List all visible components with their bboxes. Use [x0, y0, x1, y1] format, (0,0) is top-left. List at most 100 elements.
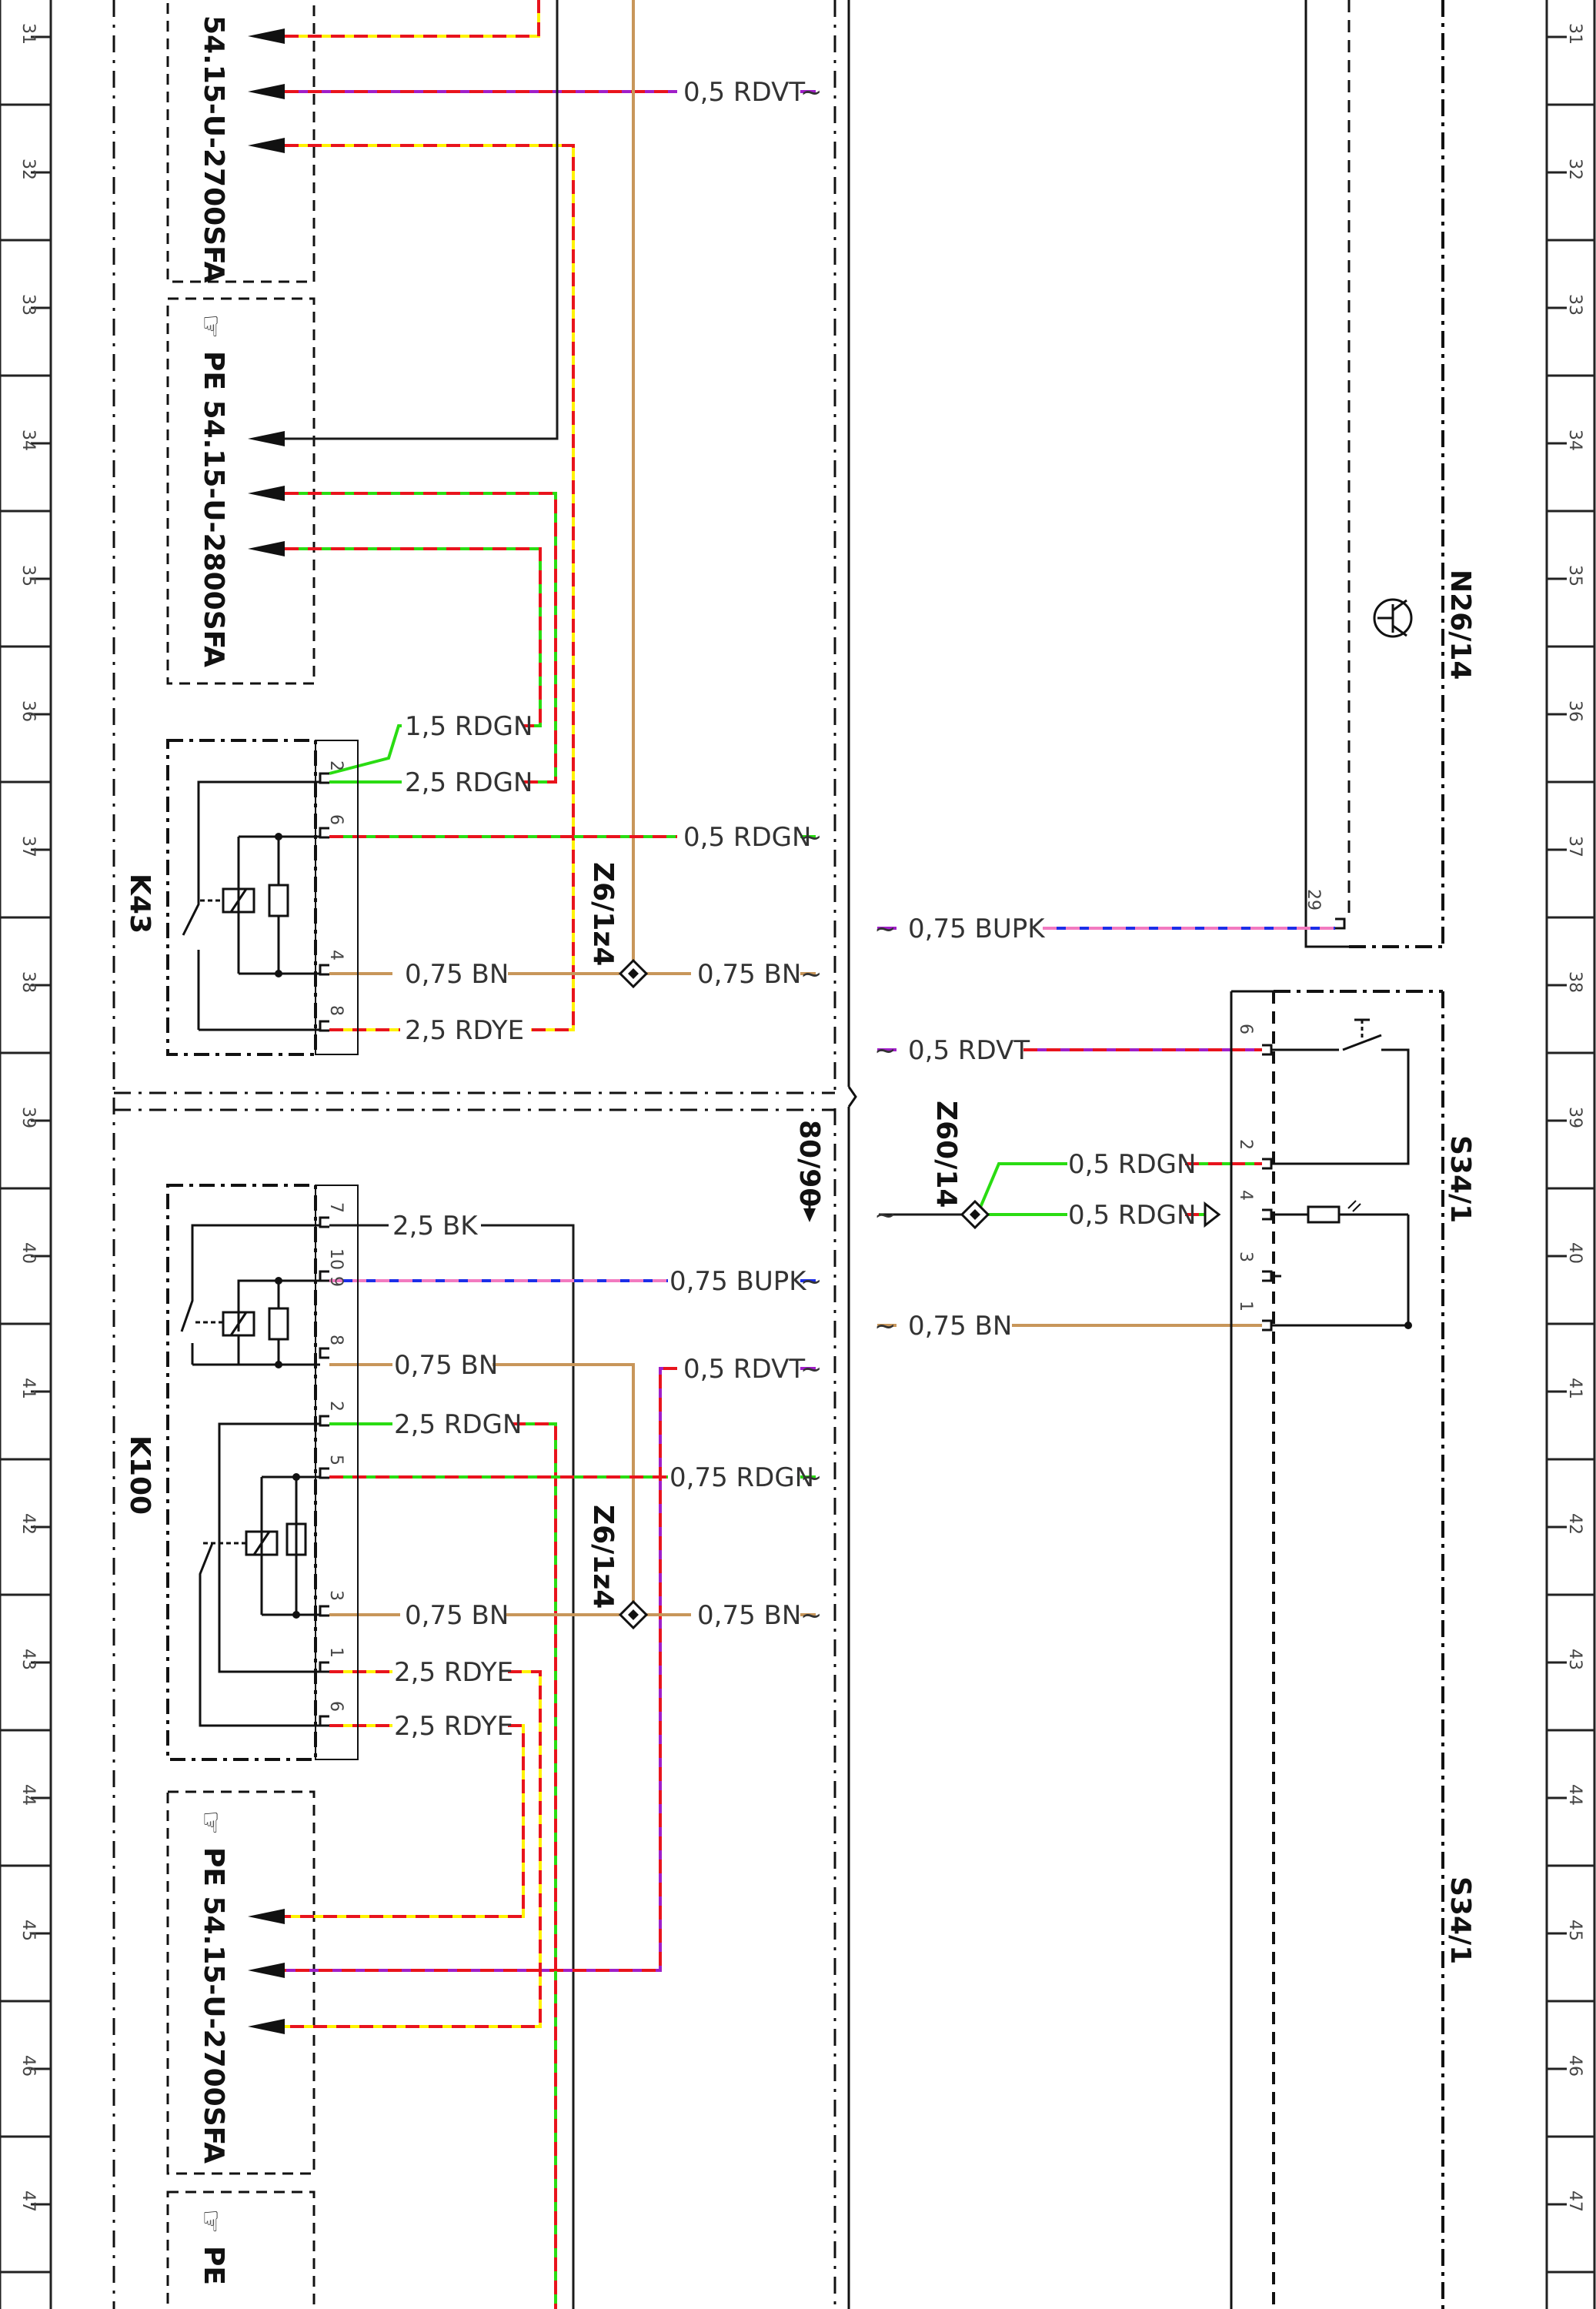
tilde-icon: ~	[874, 914, 896, 944]
ruler-number: 40	[1565, 1242, 1584, 1264]
connector-pins-k100	[319, 1216, 329, 1727]
ruler-number: 44	[1565, 1784, 1584, 1806]
pin-label: 7	[326, 1202, 346, 1213]
pin-label: 1	[1236, 1301, 1255, 1312]
diode-icon	[1204, 1201, 1221, 1228]
component-label-k100: K100	[124, 1435, 155, 1515]
pin-label: 6	[326, 1701, 346, 1712]
ruler-number: 31	[1565, 23, 1584, 45]
pin-label: 6	[326, 814, 346, 825]
ruler-number: 41	[18, 1378, 38, 1399]
wire-labels-top: 0,5 RDVT 1,5 RDGN 2,5 RDGN 0,5 RDGN 0,75…	[405, 77, 823, 1046]
ruler-number: 37	[1565, 836, 1584, 857]
relay-k43: K43 2 6 4 8	[124, 739, 359, 1056]
wire-label: 0,75 BUPK	[908, 914, 1046, 944]
ruler-number: 39	[18, 1107, 38, 1128]
pin-label: 3	[1236, 1251, 1255, 1262]
ruler-number: 36	[1565, 700, 1584, 722]
ruler-number: 42	[18, 1513, 38, 1535]
transistor-icon	[1373, 598, 1413, 638]
wire-label: 2,5 RDYE	[394, 1657, 513, 1688]
arrowhead	[248, 28, 285, 153]
wire-labels-k100: 2,5 BK 0,75 BUPK 0,75 BN 0,5 RDVT 2,5 RD…	[392, 1211, 823, 1742]
splice-z60-14: Z60/14	[930, 1101, 990, 1230]
reference-label-pe: PE	[198, 2246, 229, 2285]
pin-label: 4	[1236, 1190, 1255, 1201]
switch-s34-1: 6 2 4 3 1 S34/1 S34/1	[1204, 990, 1476, 2309]
tilde-icon: ~	[874, 1311, 896, 1342]
frame-lines	[112, 0, 857, 2309]
ruler-number: 47	[18, 2190, 38, 2212]
module-n26-14: 29 N26/14	[1304, 0, 1476, 948]
wire-label: 2,5 RDGN	[394, 1409, 522, 1440]
hand-icon: ☞	[195, 314, 226, 339]
wire-label: 0,75 RDGN	[669, 1462, 814, 1493]
arrow-down-icon	[803, 1208, 816, 1222]
tilde-icon: ~	[800, 822, 823, 853]
ruler-number: 46	[1565, 2055, 1584, 2077]
tilde-icon: ~	[800, 1462, 823, 1493]
wires-top	[285, 0, 816, 1031]
page-reference-label: 80/90	[793, 1120, 825, 1207]
pin-label: 1	[326, 1647, 346, 1658]
ruler-number: 40	[18, 1242, 38, 1264]
wire-label: 0,75 BN	[908, 1311, 1012, 1342]
pin-label: 10	[326, 1248, 346, 1270]
tilde-icon: ~	[800, 1354, 823, 1385]
ruler-number: 33	[18, 294, 38, 316]
wire-label: 2,5 BK	[392, 1211, 479, 1241]
tilde-icon: ~	[800, 1600, 823, 1631]
wires-k100	[285, 1224, 816, 2309]
component-label-z60-14: Z60/14	[930, 1101, 962, 1208]
ruler-number: 43	[18, 1649, 38, 1670]
wire-label: 0,75 BUPK	[669, 1266, 807, 1297]
ruler-number: 39	[1565, 1107, 1584, 1128]
tilde-icon: ~	[800, 77, 823, 108]
wire-label: 0,5 RDGN	[1068, 1149, 1196, 1180]
wire-label: 0,75 BN	[697, 959, 801, 990]
tilde-icon: ~	[874, 1035, 896, 1066]
component-label-s34-1-top: S34/1	[1444, 1135, 1476, 1223]
connector-pins-s34	[1262, 1044, 1273, 1332]
wire-labels-right: 0,75 BUPK 0,5 RDVT 0,5 RDGN 0,5 RDGN 0,7…	[874, 914, 1196, 1342]
pin-label: 2	[326, 1401, 346, 1412]
reference-box-2700-top: 54.15-U-2700SFA	[166, 0, 316, 283]
ruler-number: 31	[18, 23, 38, 45]
wire-label: 0,75 BN	[405, 959, 509, 990]
splice-z6-top: Z6/1z4	[587, 862, 649, 989]
pin-label: 2	[326, 760, 346, 771]
ruler-number: 33	[1565, 294, 1584, 316]
wire-label: 0,5 RDGN	[1068, 1200, 1196, 1231]
ruler-number: 32	[1565, 159, 1584, 180]
hand-icon: ☞	[195, 1810, 226, 1835]
reference-box-2800: ☞ PE 54.15-U-2800SFA	[166, 297, 316, 685]
reference-box-2700-bottom: ☞ PE 54.15-U-2700SFA	[166, 1790, 316, 2175]
ruler-number: 35	[18, 565, 38, 586]
pin-label: 8	[326, 1005, 346, 1016]
pin-label: 6	[1236, 1024, 1255, 1034]
wires-right	[877, 927, 1335, 1327]
ruler-number: 34	[18, 429, 38, 451]
component-label-k43: K43	[124, 874, 155, 934]
wire-label: 0,75 BN	[697, 1600, 801, 1631]
ruler-number: 32	[18, 159, 38, 180]
ruler-number: 42	[1565, 1513, 1584, 1535]
reference-label-2700-top: 54.15-U-2700SFA	[198, 15, 229, 283]
component-label-z6-top: Z6/1z4	[587, 862, 619, 966]
page-reference-80-90: 80/90	[793, 1120, 825, 1222]
reference-label-2800: PE 54.15-U-2800SFA	[198, 351, 229, 667]
pin-label: 29	[1304, 889, 1323, 911]
wire-label: 0,75 BN	[405, 1600, 509, 1631]
ruler-number: 38	[1565, 971, 1584, 993]
ruler-number: 45	[18, 1920, 38, 1941]
ruler-number: 43	[1565, 1649, 1584, 1670]
component-label-n26-14: N26/14	[1444, 570, 1476, 680]
component-label-s34-1-bottom: S34/1	[1444, 1876, 1476, 1964]
tilde-icon: ~	[800, 1266, 823, 1297]
wire-label: 2,5 RDYE	[405, 1015, 524, 1046]
led-icon	[1347, 1200, 1361, 1212]
pin-label: 8	[326, 1335, 346, 1345]
